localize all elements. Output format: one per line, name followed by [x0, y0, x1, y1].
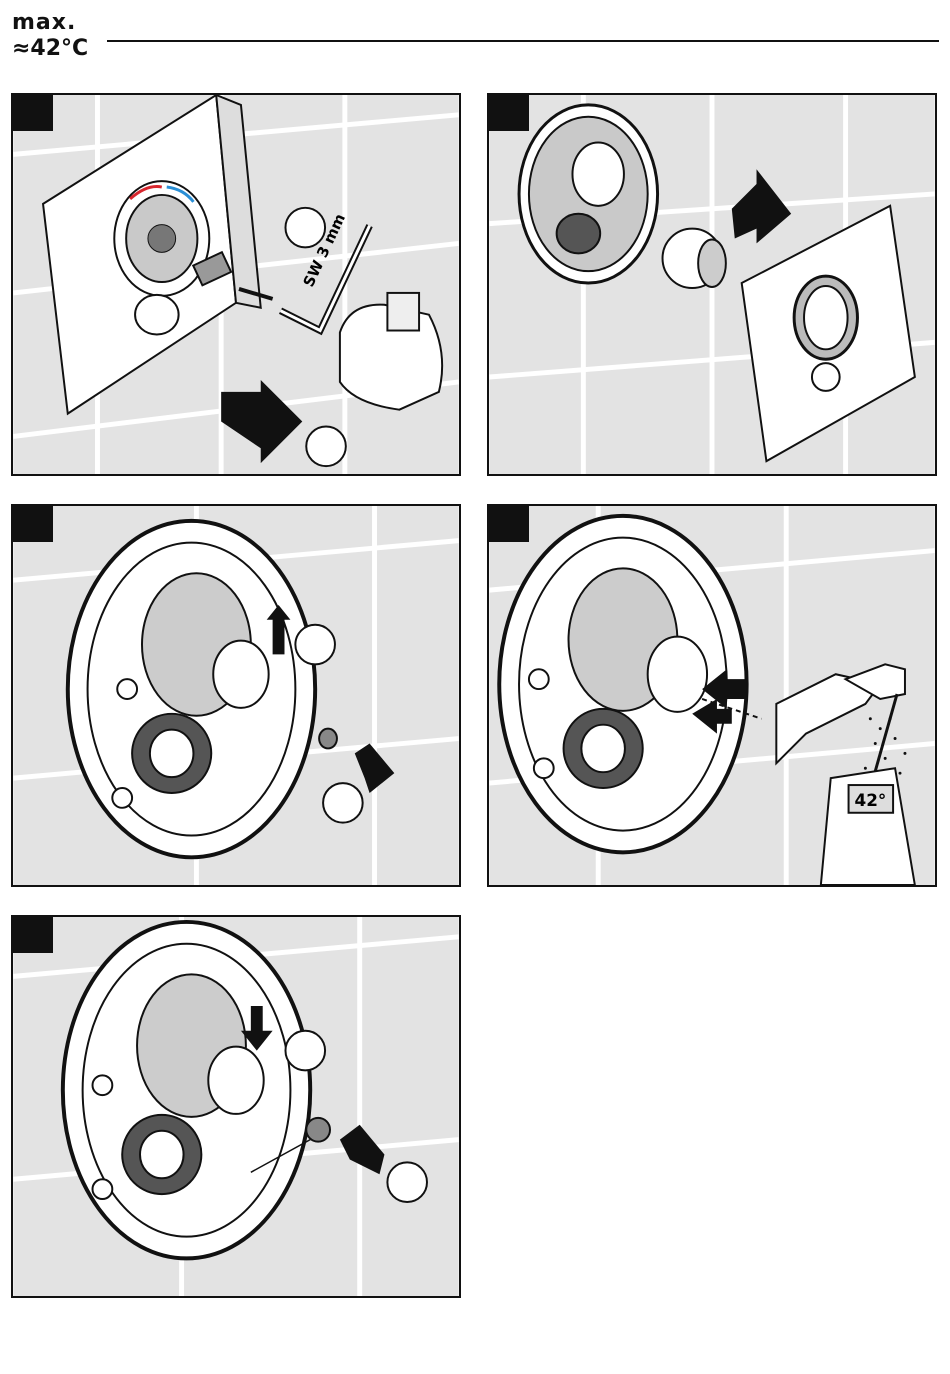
- step-3-panel: [11, 504, 461, 887]
- step-1-panel: SW 3 mm: [11, 93, 461, 476]
- temperature-label: ≈42°C: [12, 36, 88, 61]
- step-2-illustration: [489, 95, 935, 474]
- step-5-illustration: [13, 917, 459, 1296]
- step-2-badge: [489, 95, 529, 131]
- step-2-panel: [487, 93, 937, 476]
- thermometer-display: 42°: [854, 790, 886, 810]
- step-4-panel: 42°: [487, 504, 937, 887]
- step-4-illustration: 42°: [489, 506, 935, 885]
- step-3-badge: [13, 506, 53, 542]
- step-5-panel: [11, 915, 461, 1298]
- step-4-badge: [489, 506, 529, 542]
- step-1-badge: [13, 95, 53, 131]
- step-3-illustration: [13, 506, 459, 885]
- step-5-badge: [13, 917, 53, 953]
- page-header: max. ≈42°C: [12, 10, 942, 65]
- shower-head-icon: [135, 295, 179, 335]
- header-rule: [107, 40, 939, 42]
- step-1-illustration: SW 3 mm: [13, 95, 459, 474]
- max-label: max.: [12, 10, 76, 35]
